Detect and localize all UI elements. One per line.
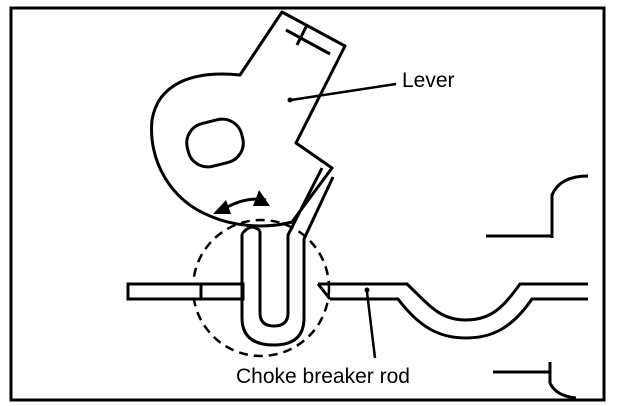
rotation-arrowhead-right bbox=[253, 190, 270, 206]
lever-label: Lever bbox=[402, 69, 455, 92]
left-rod bbox=[126, 282, 245, 301]
lever-slot-hole bbox=[185, 117, 245, 169]
choke-breaker-rod-label: Choke breaker rod bbox=[236, 365, 410, 388]
right-rod-end bbox=[316, 283, 332, 300]
lever-tab-line bbox=[285, 28, 331, 56]
lever-tab-line bbox=[295, 24, 309, 46]
rod-pointer-dot bbox=[364, 287, 370, 293]
housing-upper bbox=[550, 174, 589, 238]
choke-breaker-rod-u-inner bbox=[258, 167, 324, 328]
choke-breaker-rod-u-top bbox=[240, 225, 262, 235]
diagram-frame bbox=[9, 6, 606, 402]
rod-leader-line bbox=[365, 291, 377, 359]
right-rod-top bbox=[318, 282, 588, 322]
right-rod-bottom bbox=[330, 297, 588, 340]
housing-lower bbox=[548, 362, 577, 400]
rotation-arrowhead-left bbox=[213, 200, 231, 214]
lever-leader-line bbox=[290, 82, 397, 102]
choke-breaker-rod-u-outer bbox=[240, 176, 335, 347]
lever bbox=[150, 10, 347, 228]
